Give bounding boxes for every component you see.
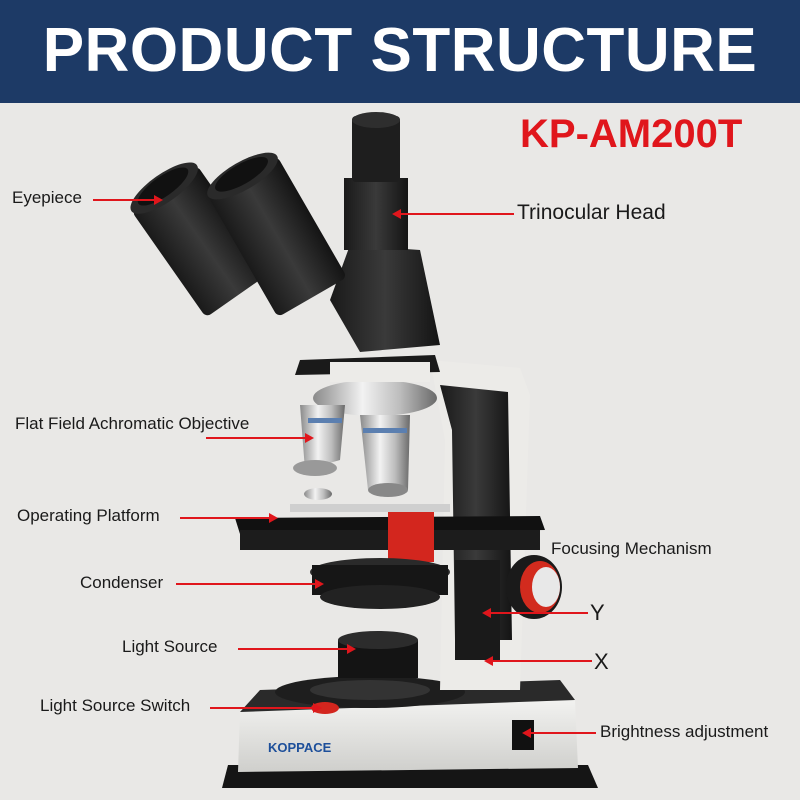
arrow-x <box>484 656 592 666</box>
label-brightness-adjustment: Brightness adjustment <box>600 722 769 741</box>
eyepieces <box>130 152 345 316</box>
stage <box>235 488 545 562</box>
focusing-knob <box>506 555 562 619</box>
label-y: Y <box>590 600 605 625</box>
arrow-brightness-adjustment <box>522 728 596 738</box>
label-focusing-mechanism: Focusing Mechanism <box>551 539 712 558</box>
arrow-light-source-switch <box>210 703 322 713</box>
light-source <box>338 631 418 678</box>
arrow-y <box>482 608 588 618</box>
label-light-source-switch: Light Source Switch <box>40 696 191 715</box>
label-x: X <box>594 649 609 674</box>
objectives <box>293 380 437 497</box>
arrow-objective <box>206 433 314 443</box>
label-light-source: Light Source <box>122 637 218 656</box>
trinocular-head <box>295 112 440 382</box>
brand-logo: KOPPACE <box>268 740 332 755</box>
label-eyepiece: Eyepiece <box>12 188 82 207</box>
model-number: KP-AM200T <box>520 112 743 156</box>
arrow-trinocular-head <box>392 209 514 219</box>
arrow-operating-platform <box>180 513 278 523</box>
arrow-eyepiece <box>93 195 163 205</box>
title-banner: PRODUCT STRUCTURE <box>0 0 800 103</box>
label-trinocular-head: Trinocular Head <box>517 201 666 224</box>
arrow-condenser <box>176 579 324 589</box>
condenser <box>310 558 450 609</box>
label-objective: Flat Field Achromatic Objective <box>15 414 250 433</box>
arrow-light-source <box>238 644 356 654</box>
label-condenser: Condenser <box>80 573 164 592</box>
label-operating-platform: Operating Platform <box>17 506 160 525</box>
banner-title: PRODUCT STRUCTURE <box>42 16 758 85</box>
